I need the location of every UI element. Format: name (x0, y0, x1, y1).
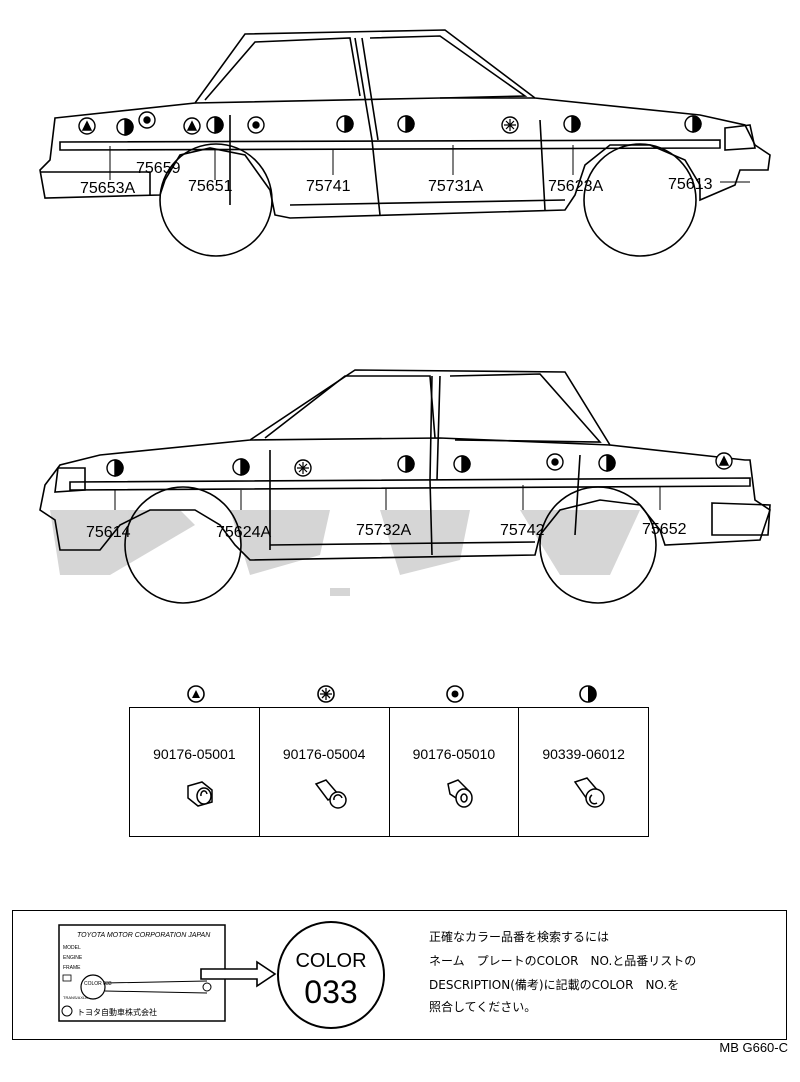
nameplate-field: ENGINE (63, 955, 83, 961)
triangle-clip-icon (183, 117, 201, 135)
nameplate-company: トヨタ自動車株式会社 (77, 1007, 157, 1017)
color-info-box: TOYOTA MOTOR CORPORATION JAPAN MODEL ENG… (12, 910, 787, 1040)
half-circle-clip-icon (116, 118, 134, 136)
nameplate-field: MODEL (63, 945, 81, 951)
clip-drawing-icon (314, 779, 347, 809)
part-label: 75652 (642, 521, 687, 538)
part-label: 75741 (306, 178, 351, 195)
asterisk-clip-icon (501, 116, 519, 134)
clip-drawing-icon (574, 777, 605, 808)
car-side-view-left: 75614 75624A 75732A 75742 75652 (39, 369, 771, 604)
diagram-code: MB G660-C (719, 1040, 788, 1055)
instruction-line: ネーム プレートのCOLOR NO.と品番リストの (429, 954, 697, 968)
half-circle-clip-icon (579, 685, 597, 703)
vehicle-nameplate: TOYOTA MOTOR CORPORATION JAPAN MODEL ENG… (58, 924, 226, 1022)
half-circle-clip-icon (206, 116, 224, 134)
part-label: 75732A (356, 522, 411, 539)
half-circle-clip-icon (106, 459, 124, 477)
color-badge-label: COLOR (295, 950, 366, 972)
triangle-clip-icon (78, 117, 96, 135)
color-badge-number: 033 (304, 974, 357, 1010)
nameplate-field: TRANS/AXLE (63, 995, 88, 1000)
ring-clip-icon (247, 116, 265, 134)
triangle-clip-icon (715, 452, 733, 470)
half-circle-clip-icon (397, 115, 415, 133)
half-circle-clip-icon (397, 455, 415, 473)
asterisk-clip-icon (294, 459, 312, 477)
parts-cell: 90339-06012 (519, 708, 648, 836)
instruction-line: DESCRIPTION(備考)に記載のCOLOR NO.を (429, 978, 680, 992)
color-badge: COLOR 033 (277, 921, 385, 1029)
half-circle-clip-icon (336, 115, 354, 133)
part-label: 75651 (188, 178, 233, 195)
instruction-line: 正確なカラー品番を検索するには (429, 930, 610, 944)
half-circle-clip-icon (598, 454, 616, 472)
clip-drawing-icon (446, 779, 473, 808)
ring-clip-icon (546, 453, 564, 471)
nameplate-field: FRAME (63, 965, 81, 971)
part-label: 75742 (500, 522, 545, 539)
part-number: 90339-06012 (542, 746, 625, 762)
asterisk-clip-icon (317, 685, 335, 703)
part-label: 75659 (136, 160, 181, 177)
nameplate-color-tag: COLOR 033 (84, 981, 112, 987)
half-circle-clip-icon (232, 458, 250, 476)
ring-clip-icon (138, 111, 156, 129)
ring-clip-icon (446, 685, 464, 703)
parts-cell: 90176-05004 (260, 708, 390, 836)
part-label: 75731A (428, 178, 483, 195)
triangle-clip-icon (187, 685, 205, 703)
half-circle-clip-icon (684, 115, 702, 133)
part-label: 75613 (668, 176, 713, 193)
clip-drawing-icon (187, 781, 213, 807)
parts-cell: 90176-05001 (130, 708, 260, 836)
instruction-line: 照合してください。 (429, 1000, 537, 1014)
part-label: 75614 (86, 524, 131, 541)
parts-cell: 90176-05010 (390, 708, 520, 836)
part-number: 90176-05001 (153, 746, 236, 762)
nameplate-maker: TOYOTA MOTOR CORPORATION JAPAN (77, 932, 211, 939)
part-label: 75624A (216, 524, 271, 541)
parts-table: 90176-05001 90176-05004 90176-05010 (129, 707, 649, 837)
part-label: 75623A (548, 178, 603, 195)
part-label: 75653A (80, 180, 135, 197)
car-side-view-right: 75659 75653A 75651 75741 75731A 75623A 7… (39, 29, 771, 257)
half-circle-clip-icon (563, 115, 581, 133)
arrow-right-icon (200, 960, 277, 988)
part-number: 90176-05004 (282, 746, 366, 762)
part-number: 90176-05010 (412, 746, 496, 762)
half-circle-clip-icon (453, 455, 471, 473)
